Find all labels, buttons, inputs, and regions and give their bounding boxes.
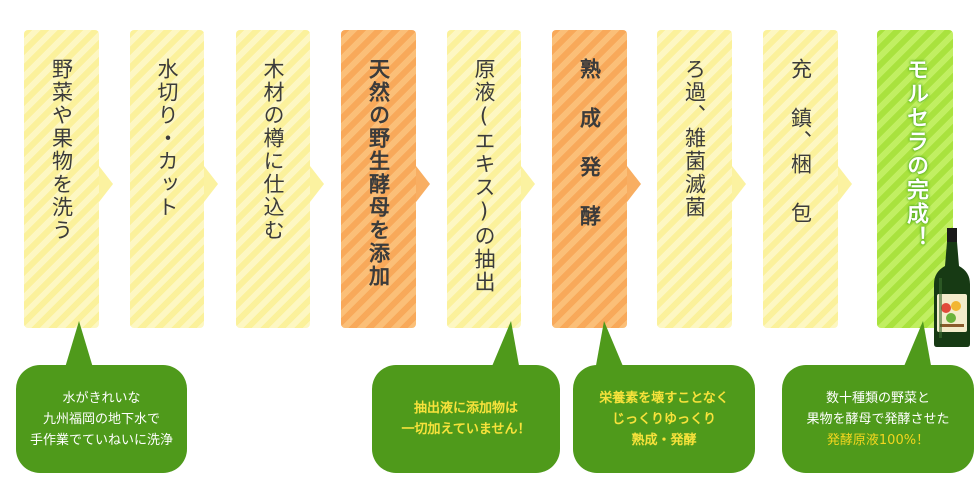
step-cut: 水切り・カット <box>130 30 218 328</box>
step-label: 熟 成 発 酵 <box>577 58 602 228</box>
callout-ferment: 栄養素を壊すことなく じっくりゆっくり 熟成・発酵 <box>573 321 755 473</box>
callout-line: 数十種類の野菜と <box>825 390 930 406</box>
step-label: 原液(エキス)の抽出 <box>472 58 496 294</box>
chevron-right-icon <box>838 166 852 202</box>
step-label: 水切り・カット <box>155 58 179 219</box>
bubble-tail <box>490 321 520 371</box>
bubble-tail <box>64 321 94 371</box>
bubble-tail <box>595 321 625 371</box>
step-barrel: 木材の樽に仕込む <box>236 30 324 328</box>
step-label: モルセラの完成！ <box>903 58 928 250</box>
step-wash: 野菜や果物を洗う <box>24 30 113 328</box>
step-label: 木材の樽に仕込む <box>261 58 285 242</box>
step-pack: 充 鎮、梱 包 <box>763 30 852 328</box>
step-complete: モルセラの完成！ <box>877 30 953 328</box>
bubble-tail <box>902 321 932 371</box>
chevron-right-icon <box>99 166 113 202</box>
callout-highlight: 発酵原液100%！ <box>826 432 930 448</box>
bottle-icon <box>934 228 970 347</box>
step-label: 野菜や果物を洗う <box>49 58 74 242</box>
chevron-right-icon <box>416 166 430 202</box>
callout-line: 果物を酵母で発酵させた <box>806 411 950 427</box>
callout-line: 九州福岡の地下水で <box>42 411 160 427</box>
callout-line: 栄養素を壊すことなく <box>599 390 729 406</box>
callout-line: 熟成・発酵 <box>631 432 697 448</box>
callout-line: 水がきれいな <box>62 390 141 406</box>
chevron-right-icon <box>310 166 324 202</box>
callout-extract: 抽出液に添加物は 一切加えていません！ <box>372 321 560 473</box>
step-yeast: 天然の野生酵母を添加 <box>341 30 430 328</box>
chevron-right-icon <box>521 166 535 202</box>
step-label: 天然の野生酵母を添加 <box>366 58 391 288</box>
step-label: 充 鎮、梱 包 <box>788 58 813 225</box>
step-filter: ろ過、雑菌滅菌 <box>657 30 746 328</box>
callout-line: 一切加えていません！ <box>401 422 531 437</box>
chevron-right-icon <box>732 166 746 202</box>
step-ferment: 熟 成 発 酵 <box>552 30 641 328</box>
callout-wash: 水がきれいな 九州福岡の地下水で 手作業でていねいに洗浄 <box>16 321 187 473</box>
step-label: ろ過、雑菌滅菌 <box>682 58 707 219</box>
chevron-right-icon <box>627 166 641 202</box>
step-extract: 原液(エキス)の抽出 <box>447 30 535 328</box>
callout-line: 手作業でていねいに洗浄 <box>29 432 173 448</box>
chevron-right-icon <box>204 166 218 202</box>
callout-complete: 数十種類の野菜と 果物を酵母で発酵させた 発酵原液100%！ <box>782 321 974 473</box>
callout-line: じっくりゆっくり <box>611 411 716 427</box>
callout-line: 抽出液に添加物は <box>413 401 518 416</box>
